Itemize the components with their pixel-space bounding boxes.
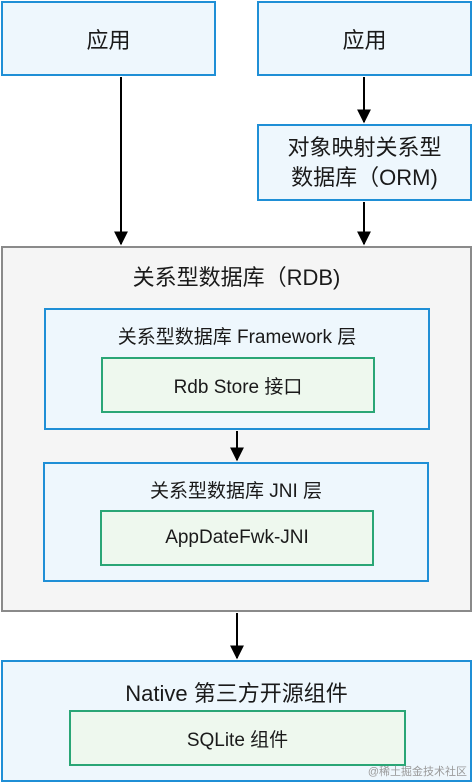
watermark: @稀土掘金技术社区 <box>367 766 467 778</box>
sqlite-box: SQLite 组件 <box>69 710 406 766</box>
app-right-label: 应用 <box>342 27 387 53</box>
orm-label-line1: 对象映射关系型 <box>287 134 442 160</box>
sqlite-label: SQLite 组件 <box>186 729 289 751</box>
rdb-title: 关系型数据库（RDB) <box>132 265 341 290</box>
appdatefwk-jni-label: AppDateFwk-JNI <box>165 527 309 548</box>
app-box-right: 应用 <box>257 1 472 76</box>
rdb-store-box: Rdb Store 接口 <box>101 357 375 413</box>
orm-box: 对象映射关系型 数据库（ORM) <box>257 124 472 201</box>
framework-title: 关系型数据库 Framework 层 <box>117 327 357 348</box>
jni-title: 关系型数据库 JNI 层 <box>149 481 323 502</box>
rdb-store-label: Rdb Store 接口 <box>173 376 303 398</box>
app-left-label: 应用 <box>86 27 131 53</box>
appdatefwk-jni-box: AppDateFwk-JNI <box>100 510 374 566</box>
app-box-left: 应用 <box>1 1 216 76</box>
orm-label-line2: 数据库（ORM) <box>291 164 438 190</box>
native-title: Native 第三方开源组件 <box>125 681 348 706</box>
